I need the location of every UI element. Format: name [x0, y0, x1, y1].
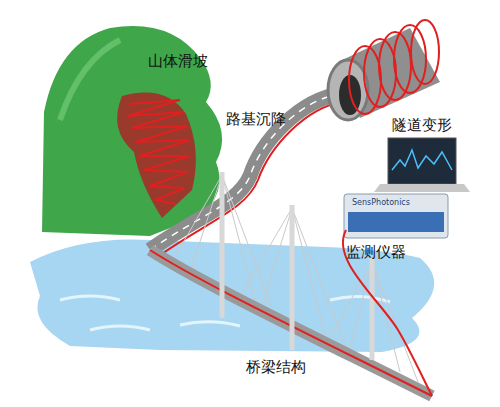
ripples [60, 296, 390, 330]
laptop-screen [388, 138, 456, 184]
fiber-road [156, 102, 342, 258]
mountain-highlight [60, 40, 120, 120]
part-label: 隧道变形 [392, 116, 452, 134]
landslide-area [117, 93, 196, 218]
tunnel-portal [328, 60, 368, 120]
part-label: 路基沉降 [226, 110, 286, 128]
laptop-base [374, 184, 470, 192]
instrument-box [344, 194, 448, 238]
part-label: 山体滑坡 [148, 52, 208, 70]
fiber-coil-tunnel [349, 20, 439, 114]
brand-text: SensPhotonics [352, 198, 410, 208]
part-label: 桥梁结构 [246, 358, 306, 376]
instrument-panel [348, 212, 444, 232]
fiber-cable [343, 230, 432, 396]
road-marking [150, 94, 340, 250]
part-label: 监测仪器 [346, 243, 406, 261]
fiber-coil [128, 100, 190, 204]
spectrum [392, 150, 452, 170]
mountain [42, 26, 222, 236]
road [150, 94, 340, 250]
